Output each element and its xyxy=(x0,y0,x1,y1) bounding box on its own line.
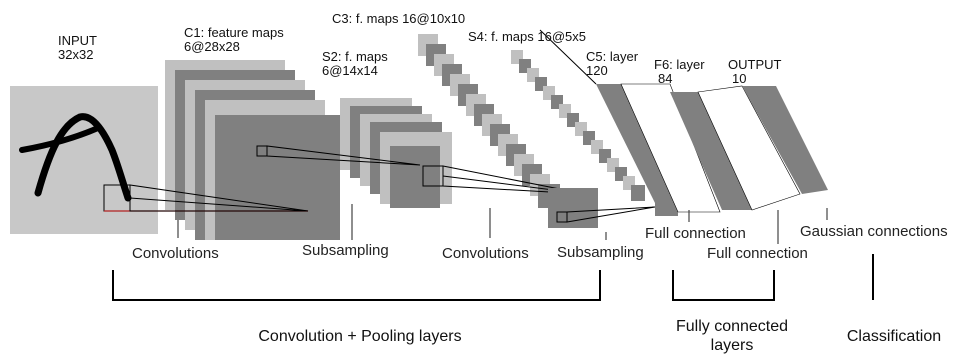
fc-bracket xyxy=(672,270,775,301)
f6-layer xyxy=(670,92,752,210)
c5-size: 120 xyxy=(586,62,608,78)
output-layer xyxy=(742,86,828,194)
c3-name: C3: f. maps 16@10x10 xyxy=(332,11,466,26)
output-name: OUTPUT xyxy=(728,57,782,72)
input-size: 32x32 xyxy=(58,46,94,62)
c5-label: C5: layer 120 xyxy=(586,50,638,77)
c1-size: 6@28x28 xyxy=(184,38,240,54)
output-size: 10 xyxy=(732,70,747,86)
op-subsampling-1: Subsampling xyxy=(302,242,389,259)
op-convolutions-2: Convolutions xyxy=(442,245,529,262)
sub1-projection xyxy=(266,145,421,166)
c1-label: C1: feature maps 6@28x28 xyxy=(184,26,284,53)
group-conv-pool: Convolution + Pooling layers xyxy=(258,328,462,345)
s4-name: S4: f. maps 16@5x5 xyxy=(468,29,586,44)
f6-label: F6: layer 84 xyxy=(654,58,705,85)
input-image xyxy=(10,86,158,234)
c5-layer xyxy=(596,84,678,203)
f6-name: F6: layer xyxy=(654,57,705,72)
group-classification: Classification xyxy=(846,328,942,345)
c3-label: C3: f. maps 16@10x10 xyxy=(332,12,465,26)
s2-label: S2: f. maps 6@14x14 xyxy=(322,50,388,77)
op-gaussian-connections: Gaussian connections xyxy=(800,223,948,240)
s2-name: S2: f. maps xyxy=(322,49,388,64)
s2-feature-maps xyxy=(340,98,452,208)
f6-size: 84 xyxy=(658,70,673,86)
output-label: OUTPUT 10 xyxy=(728,58,781,85)
full1-band xyxy=(620,83,721,213)
input-label: INPUT 32x32 xyxy=(58,34,97,61)
s2-size: 6@14x14 xyxy=(322,62,378,78)
s4-label: S4: f. maps 16@5x5 xyxy=(468,30,586,44)
fc-bands xyxy=(596,83,828,216)
sub2-projection xyxy=(566,206,656,223)
c1-feature-maps xyxy=(165,60,340,240)
op-full-connection-1: Full connection xyxy=(645,225,746,242)
c5-name: C5: layer xyxy=(586,49,639,64)
c1-name: C1: feature maps xyxy=(184,25,284,40)
op-convolutions-1: Convolutions xyxy=(132,245,219,262)
full2-band xyxy=(697,85,801,211)
op-subsampling-2: Subsampling xyxy=(557,244,644,261)
letter-a-glyph xyxy=(34,113,132,202)
conv-pool-bracket xyxy=(112,270,601,301)
group-fully-connected: Fully connected layers xyxy=(675,318,789,355)
s4-feature-maps xyxy=(511,50,645,201)
input-name: INPUT xyxy=(58,33,97,48)
op-full-connection-2: Full connection xyxy=(707,245,808,262)
